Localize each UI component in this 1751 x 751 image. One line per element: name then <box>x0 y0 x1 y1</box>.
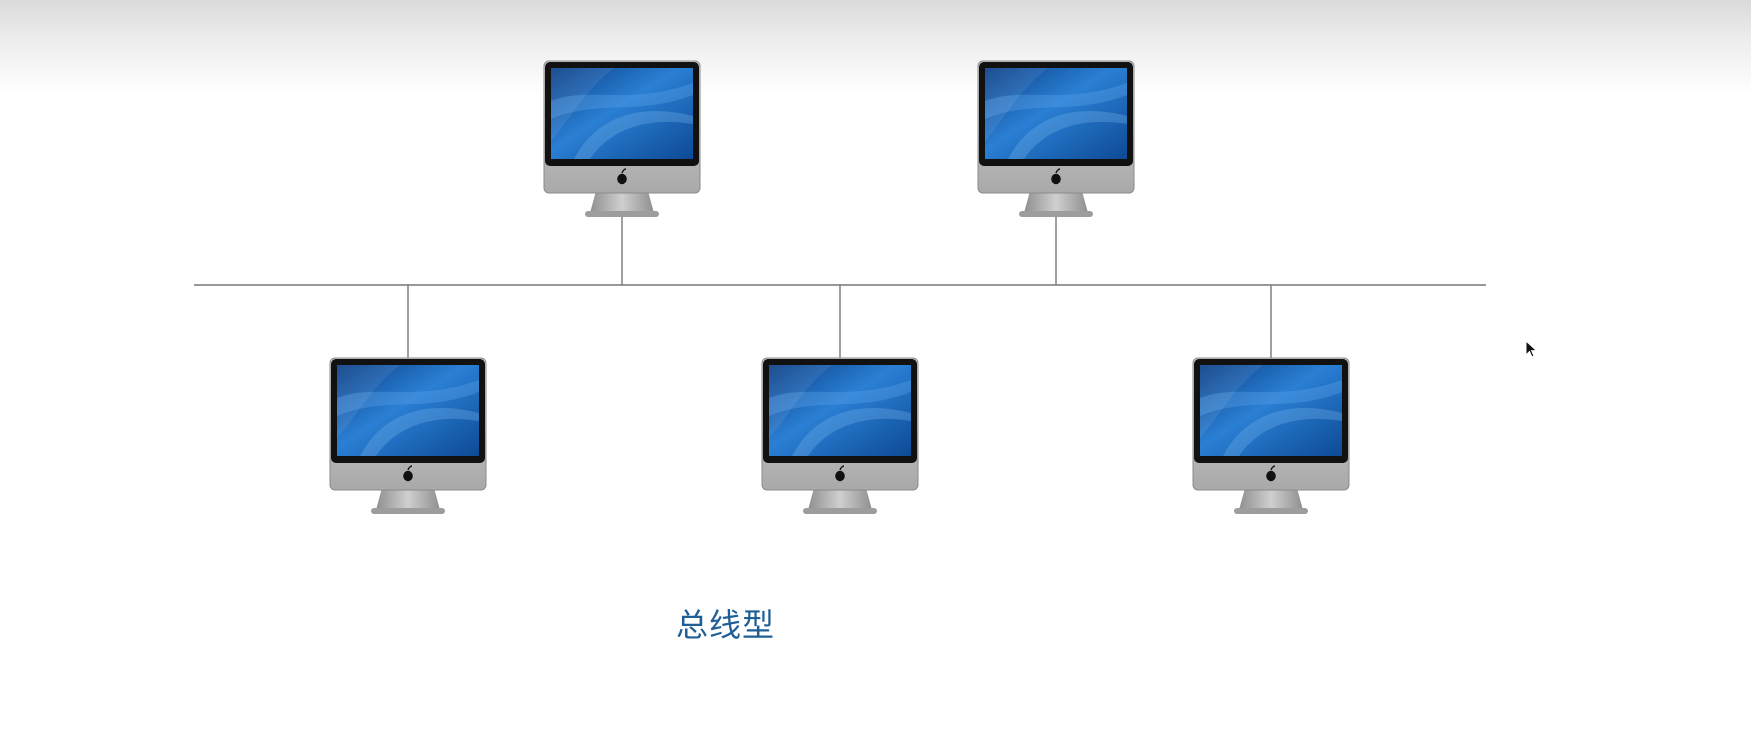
computer-top-1-desktop-computer-icon <box>543 60 701 218</box>
mouse-cursor-icon <box>1525 340 1538 358</box>
computer-top-2-desktop-computer-icon <box>977 60 1135 218</box>
computer-bottom-2-desktop-computer-icon <box>761 357 919 515</box>
computer-bottom-1-desktop-computer-icon <box>329 357 487 515</box>
computer-bottom-3-desktop-computer-icon <box>1192 357 1350 515</box>
top-gradient-band <box>0 0 1751 95</box>
diagram-caption: 总线型 <box>676 606 776 644</box>
